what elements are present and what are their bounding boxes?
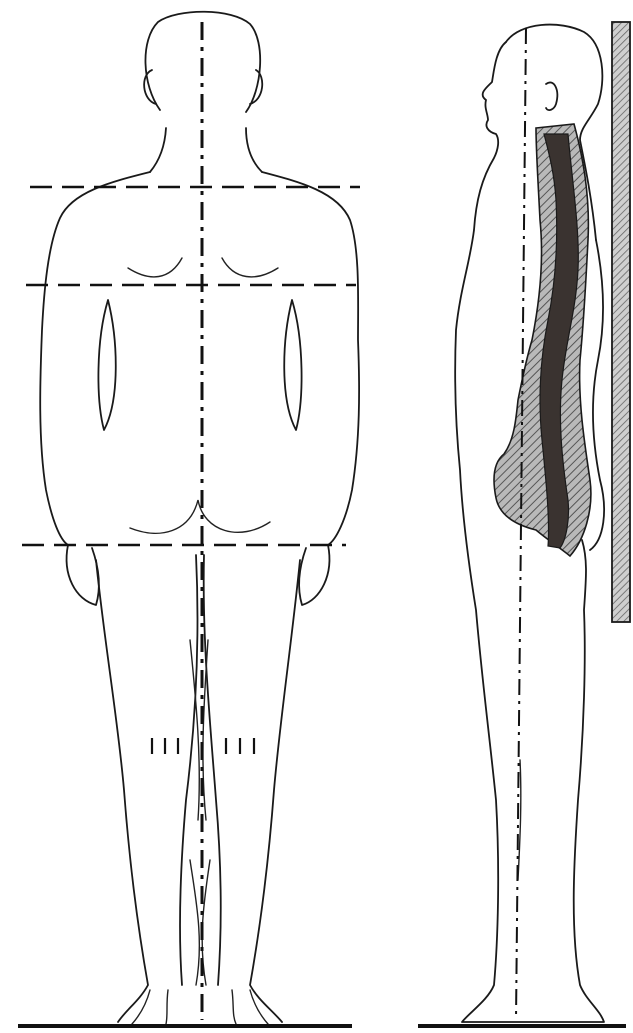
side-view-figure: [418, 22, 630, 1026]
side-ear: [546, 82, 557, 110]
back-feet: [132, 990, 268, 1024]
back-right-hand: [299, 545, 329, 605]
back-right-arm-inner: [284, 300, 301, 430]
back-neck: [150, 128, 262, 172]
wall-board: [612, 22, 630, 622]
side-back-curve: [590, 240, 604, 550]
back-view-figure: [18, 12, 360, 1026]
left-shoulder-blade: [128, 258, 182, 277]
buttocks-lines: [130, 500, 270, 533]
back-left-hand: [67, 545, 99, 605]
back-torso-outline: [40, 172, 359, 545]
back-left-arm-inner: [98, 300, 115, 430]
right-shoulder-blade: [222, 258, 278, 277]
back-tissue-shading: [494, 124, 591, 556]
back-legs-outline: [96, 555, 300, 1022]
back-right-ear: [250, 70, 262, 104]
